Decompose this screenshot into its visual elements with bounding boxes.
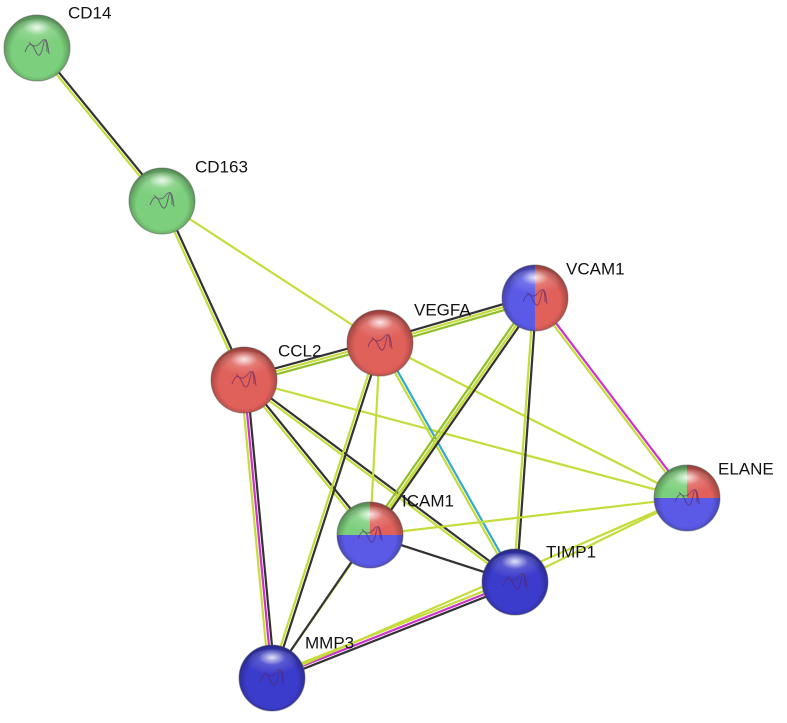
- node-cd163[interactable]: CD163: [128, 157, 248, 235]
- node-gloss: [137, 172, 187, 201]
- edge-line-yellow: [369, 496, 688, 537]
- edge-line-yellow: [379, 342, 688, 499]
- edge-line-magenta: [535, 296, 690, 498]
- node-gloss: [345, 506, 395, 535]
- node-label: CCL2: [278, 341, 321, 360]
- edge-mmp3-elane: [271, 496, 688, 680]
- edge-vegfa-timp1: [377, 341, 518, 584]
- node-outline: [336, 501, 404, 569]
- node-gloss: [510, 269, 560, 298]
- node-label: ICAM1: [402, 491, 454, 510]
- edge-ccl2-timp1: [242, 377, 517, 585]
- edge-vegfa-mmp3: [269, 342, 383, 679]
- node-label: CD163: [195, 157, 248, 176]
- edge-line-magenta: [271, 580, 516, 680]
- node-label: CD14: [68, 3, 111, 22]
- node-gloss: [12, 19, 62, 48]
- edge-line-yellow: [243, 378, 688, 500]
- node-outline: [128, 167, 196, 235]
- node-gloss: [355, 314, 405, 343]
- node-vcam1[interactable]: VCAM1: [501, 259, 625, 332]
- node-gloss: [247, 649, 297, 678]
- edge-ccl2-mmp3: [239, 379, 277, 679]
- edge-line-yellow: [377, 343, 515, 584]
- node-label: MMP3: [305, 633, 354, 652]
- node-gloss: [219, 351, 269, 380]
- edge-line-black: [272, 343, 383, 679]
- node-icam1[interactable]: ICAM1: [336, 491, 454, 569]
- edge-line-yellow: [242, 380, 515, 585]
- node-outline: [481, 548, 549, 616]
- node-outline: [3, 14, 71, 82]
- edge-line-yellow: [270, 578, 515, 677]
- edge-vcam1-elane: [532, 296, 690, 500]
- node-cd14[interactable]: CD14: [3, 3, 111, 82]
- edge-vegfa-elane: [379, 342, 688, 499]
- edge-line-yellow: [269, 342, 380, 678]
- edge-vcam1-timp1: [512, 297, 538, 583]
- node-outline: [238, 644, 306, 712]
- node-label: ELANE: [718, 459, 774, 478]
- edge-line-yellow: [239, 380, 271, 679]
- node-outline: [210, 346, 278, 414]
- node-mmp3[interactable]: MMP3: [238, 633, 354, 712]
- node-gloss: [490, 553, 540, 582]
- node-outline: [501, 264, 569, 332]
- node-label: VCAM1: [566, 259, 625, 278]
- edge-line-yellow: [512, 297, 535, 582]
- edge-icam1-elane: [369, 496, 688, 537]
- edge-line-yellow: [532, 298, 687, 500]
- node-timp1[interactable]: TIMP1: [481, 542, 596, 616]
- node-outline: [346, 309, 414, 377]
- node-label: VEGFA: [414, 300, 471, 319]
- edge-line-black: [245, 379, 277, 678]
- edge-ccl2-elane: [243, 378, 688, 500]
- edge-line-black: [515, 298, 538, 583]
- node-ccl2[interactable]: CCL2: [210, 341, 321, 414]
- node-gloss: [662, 469, 712, 498]
- edge-line-green: [366, 295, 534, 534]
- edge-line-yellow: [271, 496, 688, 680]
- edge-line-cyan: [380, 341, 518, 582]
- edge-cd163-vegfa: [161, 200, 381, 344]
- node-elane[interactable]: ELANE: [653, 459, 774, 532]
- edge-timp1-mmp3: [270, 578, 517, 682]
- edge-line-black: [371, 299, 539, 538]
- node-outline: [653, 464, 721, 532]
- node-vegfa[interactable]: VEGFA: [346, 300, 471, 377]
- edge-line-black: [244, 377, 517, 582]
- node-label: TIMP1: [546, 542, 596, 561]
- edge-line-black: [272, 583, 517, 682]
- edge-line-yellow: [161, 200, 381, 344]
- edge-line-magenta: [242, 379, 274, 679]
